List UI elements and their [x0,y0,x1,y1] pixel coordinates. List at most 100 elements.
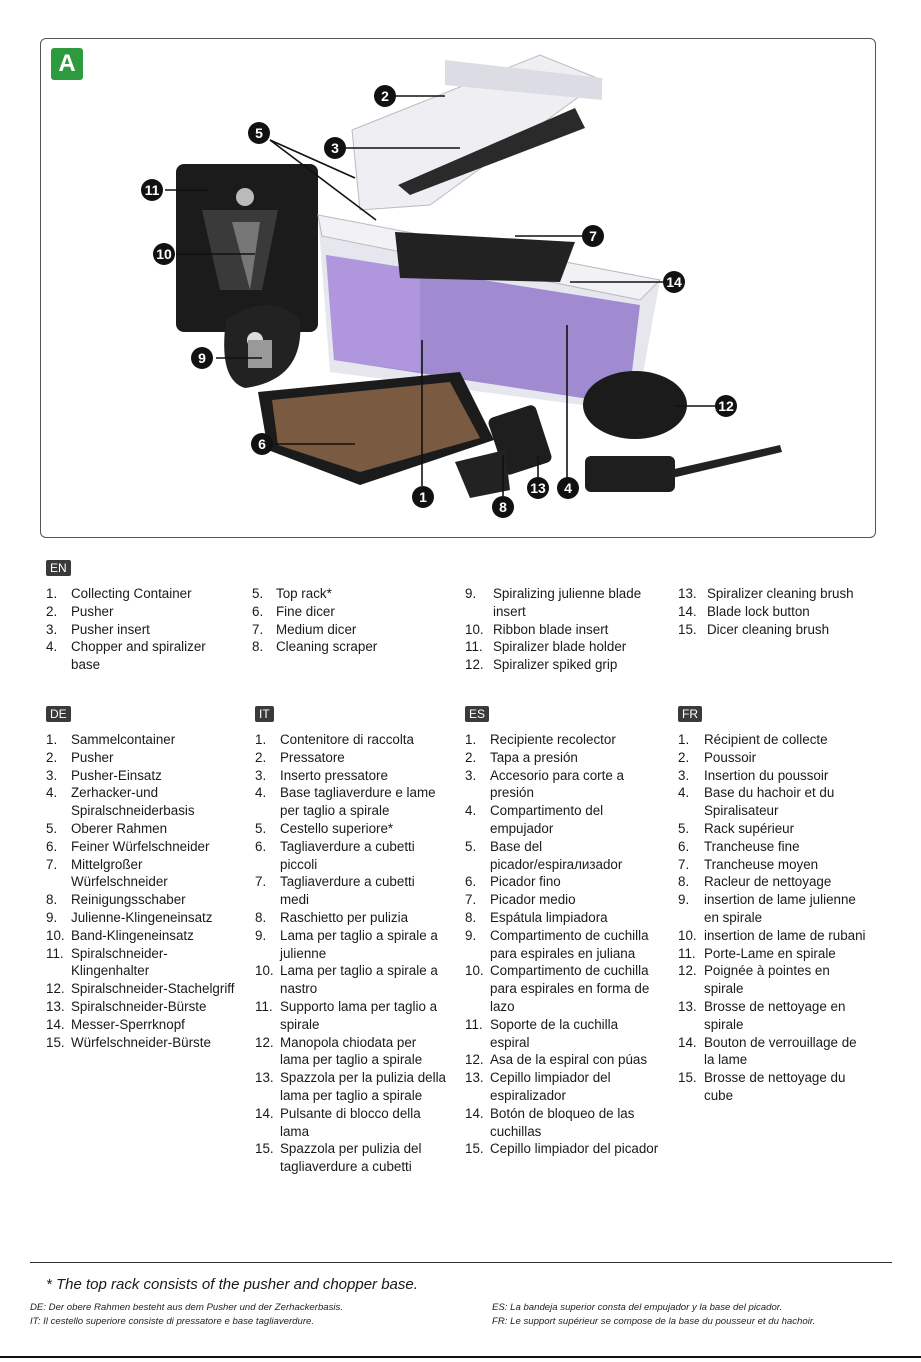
svg-text:12: 12 [718,398,734,414]
list-item: 9.Julienne-Klingeneinsatz [46,909,242,927]
item-text: Spiralizer cleaning brush [707,586,854,601]
list-item: 4.Chopper and spiralizer base [46,638,236,674]
callout-6: 6 [251,433,273,455]
item-text: Spiralizer blade holder [493,639,627,655]
item-text: Pulsante di blocco della lama [280,1105,421,1139]
item-text: Accesorio para corte a presión [490,767,624,801]
item-number: 15. [678,1070,697,1086]
item-text: Picador medio [490,892,576,908]
item-text: Poussoir [704,749,757,765]
list-item: 9.Compartimento de cuchilla para espiral… [465,927,659,963]
item-number: 12. [255,1034,274,1050]
item-text: Poignée à pointes en spirale [704,963,830,997]
list-item: 8. Raschietto per pulizia [255,909,447,927]
list-item: 4.Base du hachoir et du Spiralisateur [678,784,868,820]
item-text: Compartimento del empujador [490,803,604,836]
item-text: Soporte de la cuchilla espiral [490,1016,619,1050]
item-number: 3. [46,621,58,637]
list-item: 1.Recipiente recolector [465,731,659,749]
list-item: 11.Soporte de la cuchilla espiral [465,1016,659,1052]
list-item: 12.Manopola chiodata per lama per taglio… [255,1034,447,1070]
svg-text:14: 14 [666,274,682,290]
item-text: Reinigungsschaber [71,892,186,908]
item-text: Cestello superiore* [280,820,394,836]
list-item: 6. Trancheuse fine [678,838,868,856]
item-text: Band-Klingeneinsatz [71,927,194,943]
item-number: 13. [678,586,697,601]
footnote-main: * The top rack consists of the pusher an… [46,1276,418,1293]
lang-tag-de: DE [46,706,71,722]
callout-1: 1 [412,486,434,508]
item-number: 14. [678,603,697,619]
item-number: 13. [46,998,65,1014]
item-number: 6. [678,838,690,854]
item-number: 7. [46,856,58,872]
list-item: 10.Lama per taglio a spirale a nastro [255,962,447,998]
item-text: Pusher [71,749,114,765]
list-item: 4.Zerhacker-und Spiralschneiderbasis [46,784,242,820]
item-number: 14. [255,1105,274,1121]
page-bottom-rule [0,1356,921,1358]
item-number: 11. [46,945,64,961]
item-text: Trancheuse fine [704,838,800,854]
item-number: 1. [465,732,477,747]
list-item: 2.Pusher [46,749,242,767]
item-text: Pusher [71,603,114,619]
list-item: 12.Poignée à pointes en spirale [678,962,868,998]
item-text: Bouton de verrouillage de la lame [704,1034,857,1068]
en-col-4: 13. Spiralizer cleaning brush 14.Blade loc… [678,585,898,638]
item-text: Lama per taglio a spirale a julienne [280,927,438,961]
item-number: 3. [465,767,477,783]
item-number: 7. [255,874,267,890]
list-item: 10.Band-Klingeneinsatz [46,927,242,945]
item-text: Cleaning scraper [276,639,378,655]
item-number: 14. [465,1105,484,1121]
list-item: 14.Messer-Sperrknopf [46,1016,242,1034]
item-text: Messer-Sperrknopf [71,1016,185,1032]
item-text: Brosse de nettoyage du cube [704,1070,846,1103]
list-item: 3.Inserto pressatore [255,767,447,785]
list-item: 2.Tapa a presión [465,749,659,767]
lang-tag-es: ES [465,706,490,722]
list-item: 5.Base del picador/espirализador [465,838,659,874]
item-number: 8. [46,892,58,908]
item-text: Rack supérieur [704,820,795,836]
list-item: 6.Picador fino [465,873,659,891]
callout-layer: 2 5 3 11 7 10 14 9 12 6 13 4 1 8 [141,85,737,518]
callout-13: 13 [527,477,549,499]
list-item: 14.Blade lock button [678,603,898,621]
item-text: Medium dicer [276,621,357,637]
svg-text:7: 7 [589,228,597,244]
list-item: 12.Spiralschneider-Stachelgriff [46,980,242,998]
item-number: 12. [46,981,65,997]
item-number: 1. [678,732,690,747]
list-item: 5.Cestello superiore* [255,820,447,838]
item-text: Porte-Lame en spirale [704,945,836,961]
lang-tag-fr: FR [678,706,702,722]
list-item: 7.Trancheuse moyen [678,856,868,874]
item-text: Raschietto per pulizia [280,909,409,925]
list-item: 11.Spiralizer blade holder [465,638,665,656]
list-item: 10.Compartimento de cuchilla para espira… [465,962,659,1015]
list-item: 6.Tagliaverdure a cubetti piccoli [255,838,447,874]
item-number: 4. [255,785,267,801]
item-number: 10. [255,963,274,979]
item-number: 8. [255,909,267,925]
list-item: 12.Asa de la espiral con púas [465,1051,659,1069]
item-number: 5. [46,820,58,836]
item-number: 3. [46,767,58,783]
list-item: 4.Base tagliaverdure e lame per taglio a… [255,784,447,820]
item-text: Zerhacker-und Spiralschneiderbasis [71,785,195,819]
list-item: 8. Reinigungsschaber [46,891,242,909]
item-text: Picador fino [490,874,561,890]
item-number: 7. [252,621,264,637]
item-number: 3. [255,767,267,783]
item-number: 6. [252,603,264,619]
list-item: 13.Spiralschneider-Bürste [46,998,242,1016]
item-text: Fine dicer [276,603,335,619]
item-number: 14. [678,1034,697,1050]
